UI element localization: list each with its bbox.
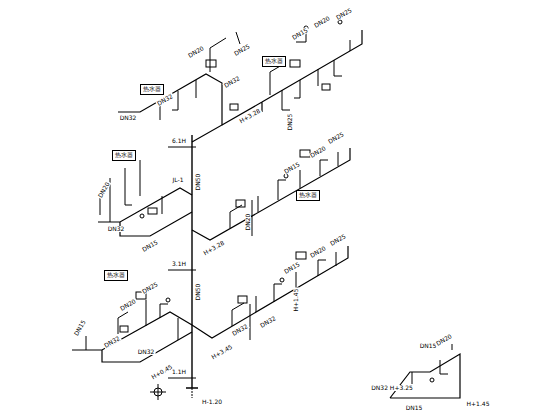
pipe-label: DN20 — [434, 333, 453, 348]
pipe-label: DN25 — [326, 131, 345, 146]
fixture — [120, 326, 128, 332]
pipe-label: DN15 — [140, 239, 159, 254]
branch-drop — [230, 152, 338, 236]
pipe-label: H-1.20 — [201, 399, 223, 405]
pipe-label: 6.1H — [171, 138, 187, 144]
pipe-label: DN50 — [195, 173, 201, 192]
pipe-label: DN15 — [282, 161, 301, 176]
pipe-label: DN20 — [118, 298, 137, 313]
fixture-name: 热水器 — [115, 151, 133, 158]
pipe-label: DN20 — [97, 180, 112, 199]
pipe-label: 1.1H — [171, 369, 187, 375]
valve — [140, 214, 144, 218]
fixture — [236, 200, 245, 207]
pipe-label: H+3.45 — [210, 343, 235, 361]
pipe-label: DN32 — [119, 115, 138, 121]
pipe-label: DN32 — [102, 335, 121, 350]
branch-pipe — [192, 148, 350, 240]
pipe-label: DN25 — [334, 7, 353, 22]
detail-drop — [412, 344, 452, 384]
pipe-label: DN15 — [405, 405, 424, 411]
pipe-label: 3.1H — [171, 261, 187, 267]
valve — [338, 20, 342, 24]
fixture-name: 热水器 — [299, 191, 317, 198]
fixture-name: 热水器 — [143, 85, 161, 92]
pipe-label: DN20 — [245, 213, 251, 232]
pipe-label: H+1.45 — [466, 401, 491, 407]
pipe-label: DN25 — [140, 281, 159, 296]
fixture-tag: 热水器 — [104, 270, 128, 281]
fixture-tag: 热水器 — [296, 190, 320, 201]
branch-drop — [270, 32, 350, 110]
fixture-tag: 热水器 — [262, 56, 286, 67]
pipe-label: H+3.28 — [202, 239, 227, 257]
pipe-label: DN20 — [312, 15, 331, 30]
fixture — [290, 60, 300, 67]
fixture — [296, 252, 306, 259]
pipe-label: DN32 H+3.25 — [370, 385, 414, 391]
pipe-label: DN25 — [287, 113, 293, 132]
branch-pipe — [118, 74, 222, 142]
detail-pipe — [390, 354, 460, 398]
pipe-label: DN20 — [308, 245, 327, 260]
pipe-label: DN15 — [73, 318, 88, 337]
valve — [280, 278, 284, 282]
branch-pipe — [72, 312, 192, 362]
pipe-label: DN32 — [155, 93, 174, 108]
branch-drop — [86, 300, 178, 350]
fixture-name: 热水器 — [107, 271, 125, 278]
pipe-label: DN25 — [328, 233, 347, 248]
pipe-label: H+1.45 — [293, 288, 299, 313]
fixture — [238, 296, 247, 303]
fixture — [322, 84, 330, 90]
fixture — [148, 208, 157, 214]
pipe-label: JL-1 — [172, 177, 185, 183]
fixture-tag: 热水器 — [112, 150, 136, 161]
pipe-label: H+3.28 — [238, 107, 263, 125]
pipe-label: DN20 — [186, 45, 205, 60]
pipe-label: DN32 — [137, 349, 156, 355]
valve — [166, 298, 170, 302]
branch-drop — [160, 32, 240, 120]
fixture — [206, 60, 216, 67]
fixture — [230, 104, 238, 110]
pipe-label: DN50 — [195, 283, 201, 302]
riser-base — [192, 388, 193, 398]
cleanout-cross — [150, 384, 166, 400]
pipe-label: DN15 — [290, 27, 309, 42]
pipe-label: DN15 — [282, 261, 301, 276]
pipe-label: DN20 — [308, 145, 327, 160]
pipe-label: DN32 — [258, 315, 277, 330]
fixture-name: 热水器 — [265, 57, 283, 64]
pipe-label: DN25 — [232, 43, 251, 58]
branch-drop — [100, 160, 162, 222]
branch-pipe — [98, 188, 192, 236]
pipe-label: DN32 — [222, 75, 241, 90]
valve — [430, 378, 434, 382]
pipe-label: DN32 — [107, 226, 126, 232]
branch-pipe — [222, 30, 362, 125]
fixture-tag: 热水器 — [140, 84, 164, 95]
